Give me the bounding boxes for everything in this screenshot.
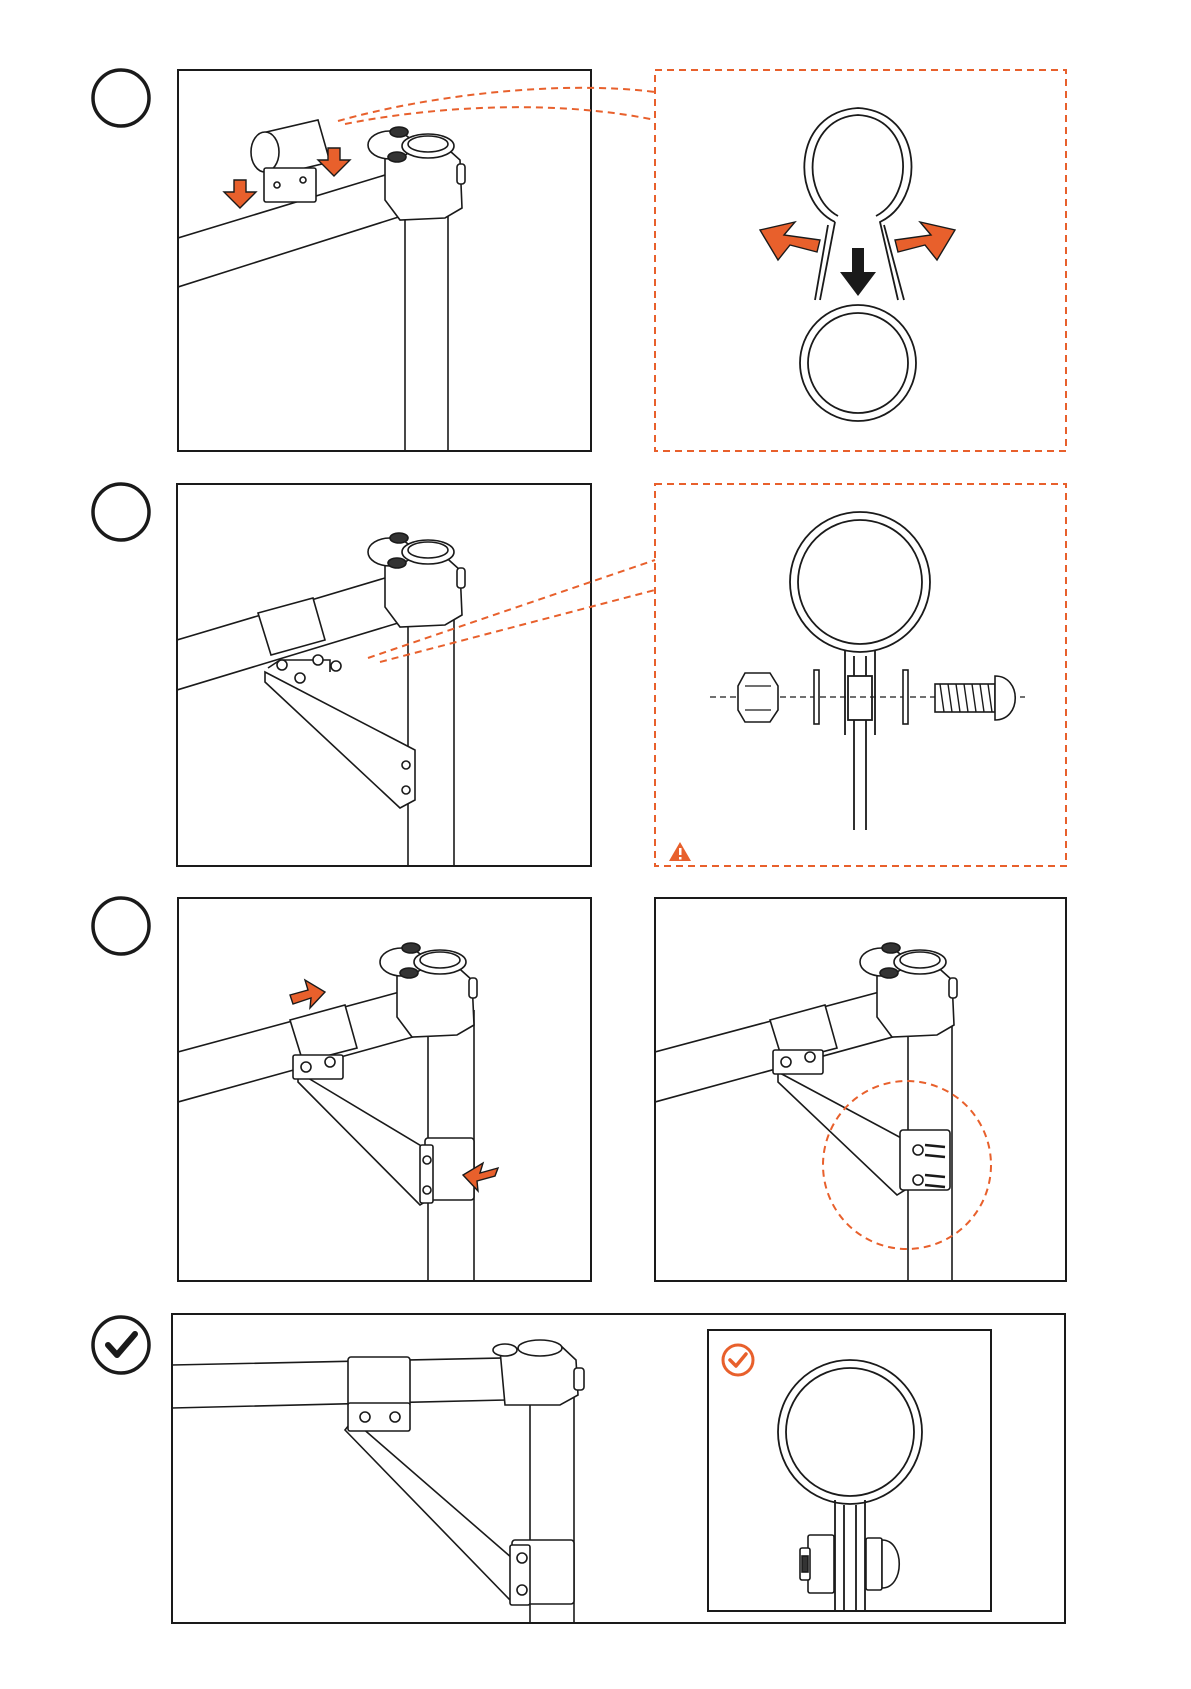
step-3-panel-a bbox=[178, 898, 591, 1281]
step-marker-2 bbox=[93, 484, 149, 540]
detail-2-bolt-assembly bbox=[655, 484, 1066, 866]
step-2-panel bbox=[177, 484, 591, 866]
step-1-panel bbox=[178, 70, 591, 451]
final-detail-inset bbox=[708, 1330, 991, 1611]
detail-1-clamp-open bbox=[655, 70, 1066, 451]
arrow-down-icon bbox=[840, 248, 876, 296]
bolt-icon bbox=[935, 676, 1015, 720]
final-result-panel bbox=[172, 1314, 1065, 1623]
nut-icon bbox=[738, 673, 778, 722]
check-circle-icon bbox=[93, 1317, 149, 1373]
step-3-panel-b bbox=[655, 898, 1066, 1281]
step-marker-1 bbox=[93, 70, 149, 126]
washer-icon bbox=[814, 670, 819, 724]
warning-triangle-icon bbox=[669, 842, 691, 861]
callout-leader-1 bbox=[338, 88, 655, 124]
washer-icon bbox=[903, 670, 908, 724]
step-marker-3 bbox=[93, 898, 149, 954]
